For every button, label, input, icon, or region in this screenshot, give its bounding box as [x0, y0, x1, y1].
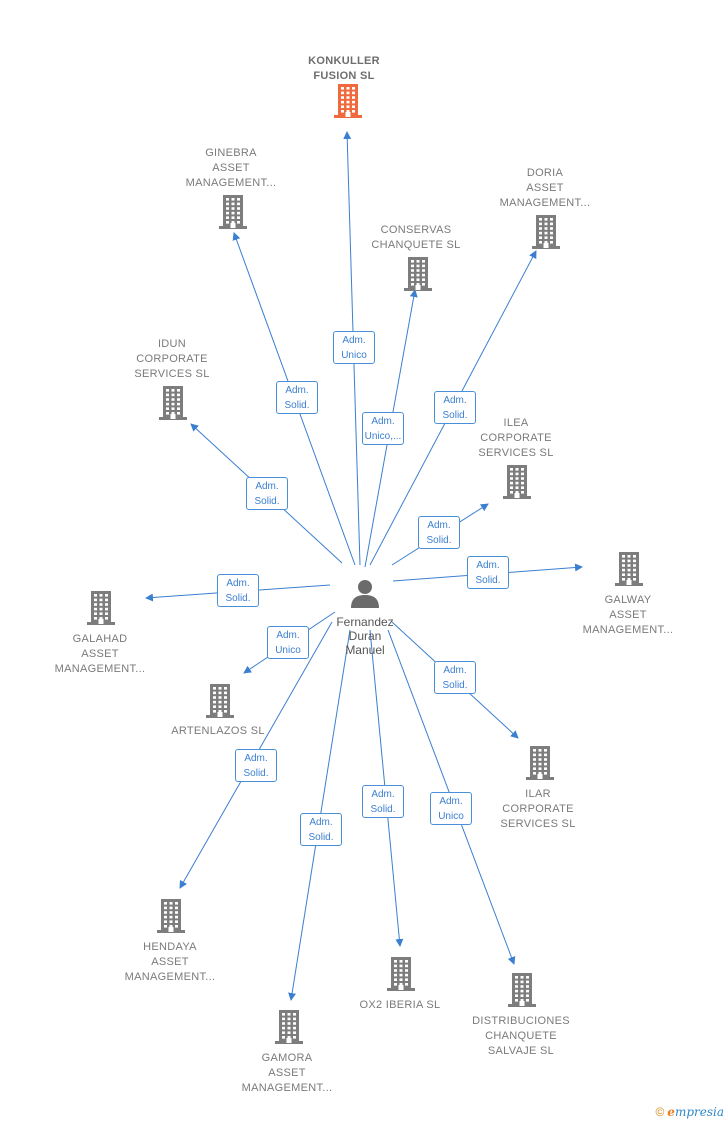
role-badge-hendaya: Adm. Solid.: [235, 749, 277, 782]
company-name-konkuller[interactable]: KONKULLER FUSION SL: [308, 55, 380, 82]
distribuciones-building-icon[interactable]: [505, 971, 539, 1007]
company-name-conservas[interactable]: CONSERVAS CHANQUETE SL: [371, 224, 461, 251]
role-badge-konkuller: Adm. Unico: [333, 331, 375, 364]
company-name-doria[interactable]: DORIA ASSET MANAGEMENT...: [499, 167, 591, 209]
galahad-building-icon[interactable]: [84, 589, 118, 625]
ilar-building-icon[interactable]: [523, 744, 557, 780]
role-badge-galahad: Adm. Solid.: [217, 574, 259, 607]
conservas-building-icon[interactable]: [401, 255, 435, 291]
role-badge-galway: Adm. Solid.: [467, 556, 509, 589]
role-badge-conservas: Adm. Unico,...: [362, 412, 404, 445]
ginebra-building-icon[interactable]: [216, 193, 250, 229]
role-badge-artenlazos: Adm. Unico: [267, 626, 309, 659]
role-badge-doria: Adm. Solid.: [434, 391, 476, 424]
gamora-building-icon[interactable]: [272, 1008, 306, 1044]
konkuller-building-icon[interactable]: [331, 82, 365, 118]
company-name-galahad[interactable]: GALAHAD ASSET MANAGEMENT...: [54, 633, 146, 675]
company-name-gamora[interactable]: GAMORA ASSET MANAGEMENT...: [241, 1052, 333, 1094]
company-name-ilar[interactable]: ILAR CORPORATE SERVICES SL: [500, 788, 576, 830]
artenlazos-building-icon[interactable]: [203, 682, 237, 718]
hendaya-building-icon[interactable]: [154, 897, 188, 933]
edges-layer: [145, 131, 583, 1001]
brand-initial: e: [667, 1105, 675, 1119]
company-name-idun[interactable]: IDUN CORPORATE SERVICES SL: [134, 338, 210, 380]
person-name[interactable]: Fernandez Duran Manuel: [336, 615, 394, 657]
idun-building-icon[interactable]: [156, 384, 190, 420]
role-badge-idun: Adm. Solid.: [246, 477, 288, 510]
person-icon[interactable]: [349, 578, 381, 610]
ilea-building-icon[interactable]: [500, 463, 534, 499]
company-name-artenlazos[interactable]: ARTENLAZOS SL: [171, 725, 265, 737]
company-name-ginebra[interactable]: GINEBRA ASSET MANAGEMENT...: [185, 147, 277, 189]
role-badge-distribuciones: Adm. Unico: [430, 792, 472, 825]
role-badge-ilar: Adm. Solid.: [434, 661, 476, 694]
doria-building-icon[interactable]: [529, 213, 563, 249]
company-name-galway[interactable]: GALWAY ASSET MANAGEMENT...: [582, 594, 674, 636]
role-badge-ginebra: Adm. Solid.: [276, 381, 318, 414]
role-badge-ilea: Adm. Solid.: [418, 516, 460, 549]
empresia-logo[interactable]: ©empresia: [655, 1105, 724, 1119]
brand-name: mpresia: [674, 1105, 724, 1119]
copyright-icon: ©: [655, 1105, 665, 1119]
role-badge-ox2: Adm. Solid.: [362, 785, 404, 818]
company-name-ox2[interactable]: OX2 IBERIA SL: [359, 999, 441, 1011]
galway-building-icon[interactable]: [612, 550, 646, 586]
role-badge-gamora: Adm. Solid.: [300, 813, 342, 846]
company-name-hendaya[interactable]: HENDAYA ASSET MANAGEMENT...: [124, 941, 216, 983]
company-name-distribuciones[interactable]: DISTRIBUCIONES CHANQUETE SALVAJE SL: [472, 1015, 570, 1057]
ox2-building-icon[interactable]: [384, 955, 418, 991]
company-name-ilea[interactable]: ILEA CORPORATE SERVICES SL: [478, 417, 554, 459]
